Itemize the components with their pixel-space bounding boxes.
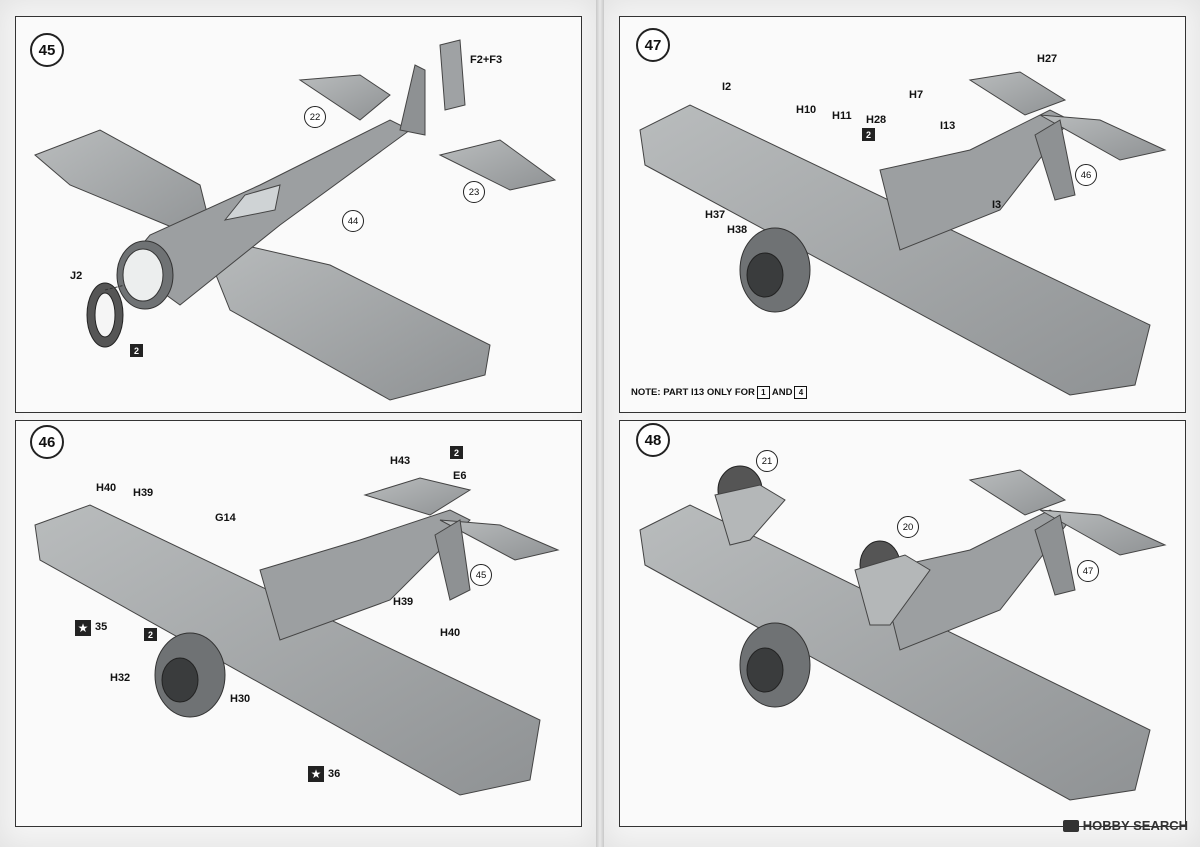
label-h40-b: H40	[440, 627, 461, 639]
page-gutter	[596, 0, 604, 847]
step-45-aircraft-illustration	[34, 39, 557, 401]
label-h10: H10	[796, 104, 817, 116]
label-h37: H37	[705, 209, 726, 221]
ref-circle-44: 44	[342, 210, 364, 232]
decal-star-35-icon: ★	[75, 620, 91, 636]
label-i3: I3	[992, 199, 1002, 211]
label-h30: H30	[230, 693, 251, 705]
label-i2: I2	[722, 81, 732, 93]
step-number-48: 48	[636, 423, 670, 457]
ref-circle-23: 23	[463, 181, 485, 203]
label-h39-a: H39	[133, 487, 154, 499]
note-and: AND	[771, 387, 793, 398]
label-h32: H32	[110, 672, 131, 684]
step-number-45: 45	[30, 33, 64, 67]
label-i13: I13	[940, 120, 956, 132]
label-h7: H7	[909, 89, 924, 101]
ref-circle-47: 47	[1077, 560, 1099, 582]
step-47-aircraft-illustration	[639, 71, 1167, 396]
decal-ref-35: 35	[95, 621, 108, 633]
hobby-search-watermark: HOBBY SEARCH	[1062, 818, 1188, 833]
note-marking-box-1: 1	[756, 386, 770, 399]
step-number-46: 46	[30, 425, 64, 459]
label-j2: J2	[70, 270, 83, 282]
ref-circle-46: 46	[1075, 164, 1097, 186]
step-46-aircraft-illustration	[34, 477, 560, 796]
label-h43: H43	[390, 455, 411, 467]
hobby-search-logo-icon	[1062, 819, 1079, 832]
label-e6: E6	[453, 470, 467, 482]
label-h38: H38	[727, 224, 748, 236]
ref-circle-20: 20	[897, 516, 919, 538]
step-48-aircraft-illustration	[639, 465, 1167, 801]
label-h28: H28	[866, 114, 887, 126]
label-h39-b: H39	[393, 596, 414, 608]
ref-circle-45: 45	[470, 564, 492, 586]
watermark-text: HOBBY SEARCH	[1082, 818, 1188, 833]
note-text: NOTE: PART I13 ONLY FOR	[631, 387, 755, 398]
ref-circle-22: 22	[304, 106, 326, 128]
marking-option-2: 2	[130, 344, 143, 357]
label-h27: H27	[1037, 53, 1058, 65]
marking-option-2-a: 2	[450, 446, 463, 459]
part-i13-note: NOTE: PART I13 ONLY FOR 1 AND 4	[631, 386, 808, 399]
marking-option-2-b: 2	[144, 628, 157, 641]
label-h40-a: H40	[96, 482, 117, 494]
decal-ref-36: 36	[328, 768, 341, 780]
step-number-47: 47	[636, 28, 670, 62]
label-g14: G14	[215, 512, 236, 524]
label-h11: H11	[832, 110, 852, 122]
decal-star-36-icon: ★	[308, 766, 324, 782]
note-marking-box-4: 4	[794, 386, 808, 399]
marking-option-2-c: 2	[862, 128, 875, 141]
label-f2f3: F2+F3	[470, 54, 503, 66]
ref-circle-21: 21	[756, 450, 778, 472]
